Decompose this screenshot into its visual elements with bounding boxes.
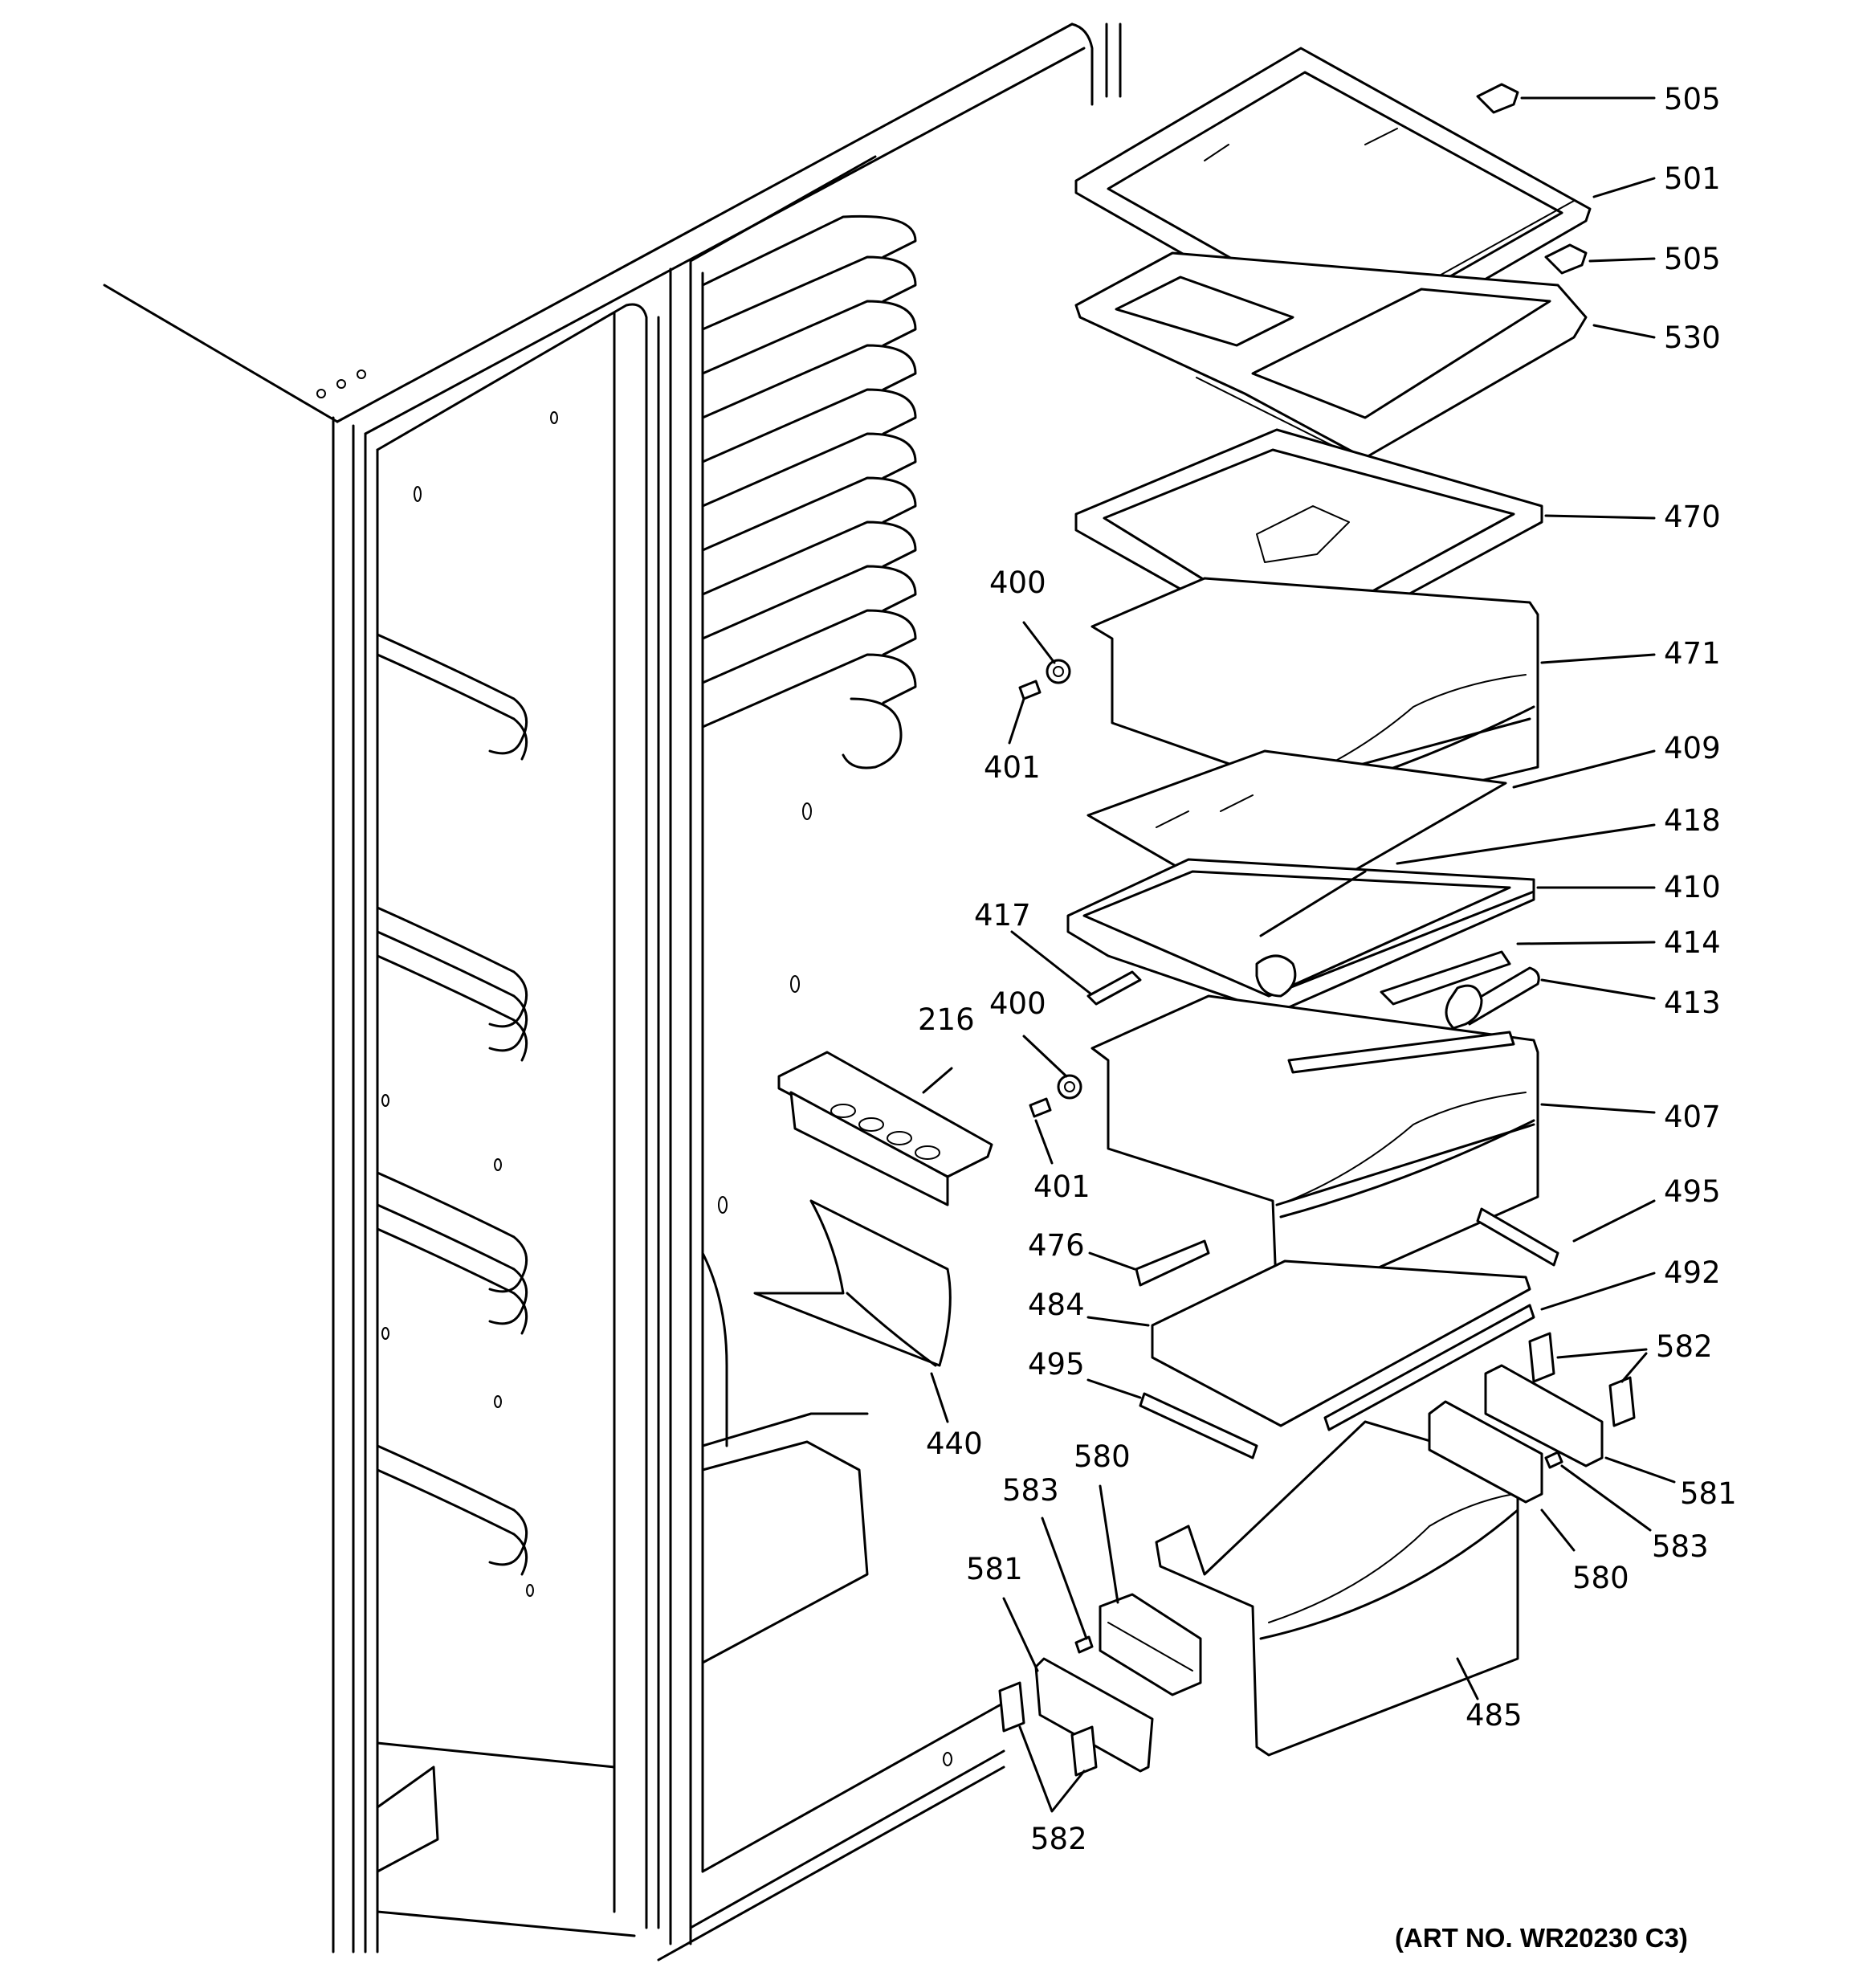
part-484-cover	[1151, 1259, 1531, 1427]
part-581-rail-right	[1484, 1364, 1604, 1468]
callout-580-left: 580	[1074, 1439, 1131, 1474]
callout-417: 417	[974, 898, 1031, 933]
callout-216: 216	[918, 1002, 975, 1037]
callout-labels: 505 501 505 530 470 471 409 418 410 414 …	[918, 82, 1737, 1856]
callout-400-upper: 400	[989, 565, 1046, 600]
callout-530: 530	[1664, 320, 1721, 355]
part-530-shelf	[1074, 251, 1588, 459]
callout-410: 410	[1664, 870, 1721, 904]
part-401-screw-upper	[1018, 680, 1042, 700]
callout-485: 485	[1466, 1698, 1523, 1733]
callout-484: 484	[1028, 1288, 1085, 1322]
part-440-panel	[753, 1199, 952, 1367]
callout-583-left: 583	[1002, 1473, 1059, 1508]
callout-470: 470	[1664, 500, 1721, 534]
part-492-trim	[1323, 1304, 1535, 1431]
part-583-screw-left	[1074, 1635, 1094, 1654]
callout-418: 418	[1664, 803, 1721, 838]
part-582-block-right-a	[1528, 1332, 1555, 1383]
callout-501: 501	[1664, 161, 1721, 196]
callout-440: 440	[926, 1427, 983, 1461]
callout-495-left: 495	[1028, 1347, 1085, 1382]
part-580-slide-left	[1099, 1593, 1202, 1696]
fresh-food-shelf-rails	[701, 214, 917, 769]
part-413-rod	[1445, 966, 1540, 1030]
callout-581-right: 581	[1680, 1476, 1737, 1511]
callout-471: 471	[1664, 636, 1721, 671]
callout-400-lower: 400	[989, 986, 1046, 1021]
callout-582-left: 582	[1030, 1822, 1087, 1856]
part-581-rail-left	[1034, 1657, 1154, 1773]
callout-580-right: 580	[1572, 1561, 1629, 1595]
art-number: (ART NO. WR20230 C3)	[1395, 1923, 1688, 1953]
part-495-rail-left	[1139, 1392, 1258, 1459]
part-400-roller-lower	[1057, 1074, 1082, 1100]
part-495-rail-right	[1476, 1207, 1559, 1267]
part-583-screw-right	[1544, 1451, 1563, 1469]
part-580-slide-right	[1428, 1400, 1543, 1504]
part-417-rod	[1086, 970, 1142, 1006]
part-410-cover	[1066, 858, 1535, 1018]
callout-401-lower: 401	[1033, 1170, 1090, 1204]
part-582-block-left-b	[1070, 1725, 1098, 1777]
part-414-strip	[1380, 950, 1511, 1006]
callout-409: 409	[1664, 731, 1721, 765]
callout-414: 414	[1664, 925, 1721, 960]
part-401-screw-lower	[1029, 1097, 1052, 1118]
freezer-shelf-rails	[376, 633, 528, 1576]
part-418-bar	[1259, 870, 1367, 937]
wall-dimples	[381, 411, 952, 1766]
part-505-clip-mid	[1544, 243, 1588, 275]
part-582-block-left-a	[998, 1681, 1025, 1733]
callout-476: 476	[1028, 1228, 1085, 1263]
callout-505-mid: 505	[1664, 242, 1721, 276]
part-485-pan	[1155, 1420, 1519, 1757]
callout-413: 413	[1664, 986, 1721, 1020]
callout-407: 407	[1664, 1100, 1721, 1134]
part-476-rail	[1135, 1239, 1210, 1287]
callout-582-right: 582	[1656, 1329, 1713, 1364]
part-505-clip-top	[1476, 83, 1519, 114]
part-216-bin	[777, 1051, 993, 1206]
callout-581-left: 581	[966, 1552, 1023, 1586]
callout-401-upper: 401	[984, 750, 1041, 785]
callout-495-right: 495	[1664, 1174, 1721, 1209]
callout-505-top: 505	[1664, 82, 1721, 116]
callout-492: 492	[1664, 1255, 1721, 1290]
callout-583-right: 583	[1652, 1529, 1709, 1564]
refrigerator-cabinet	[103, 22, 1122, 1961]
leader-lines	[922, 96, 1676, 1813]
part-582-block-right-b	[1608, 1376, 1636, 1427]
part-400-roller-upper	[1046, 659, 1071, 684]
